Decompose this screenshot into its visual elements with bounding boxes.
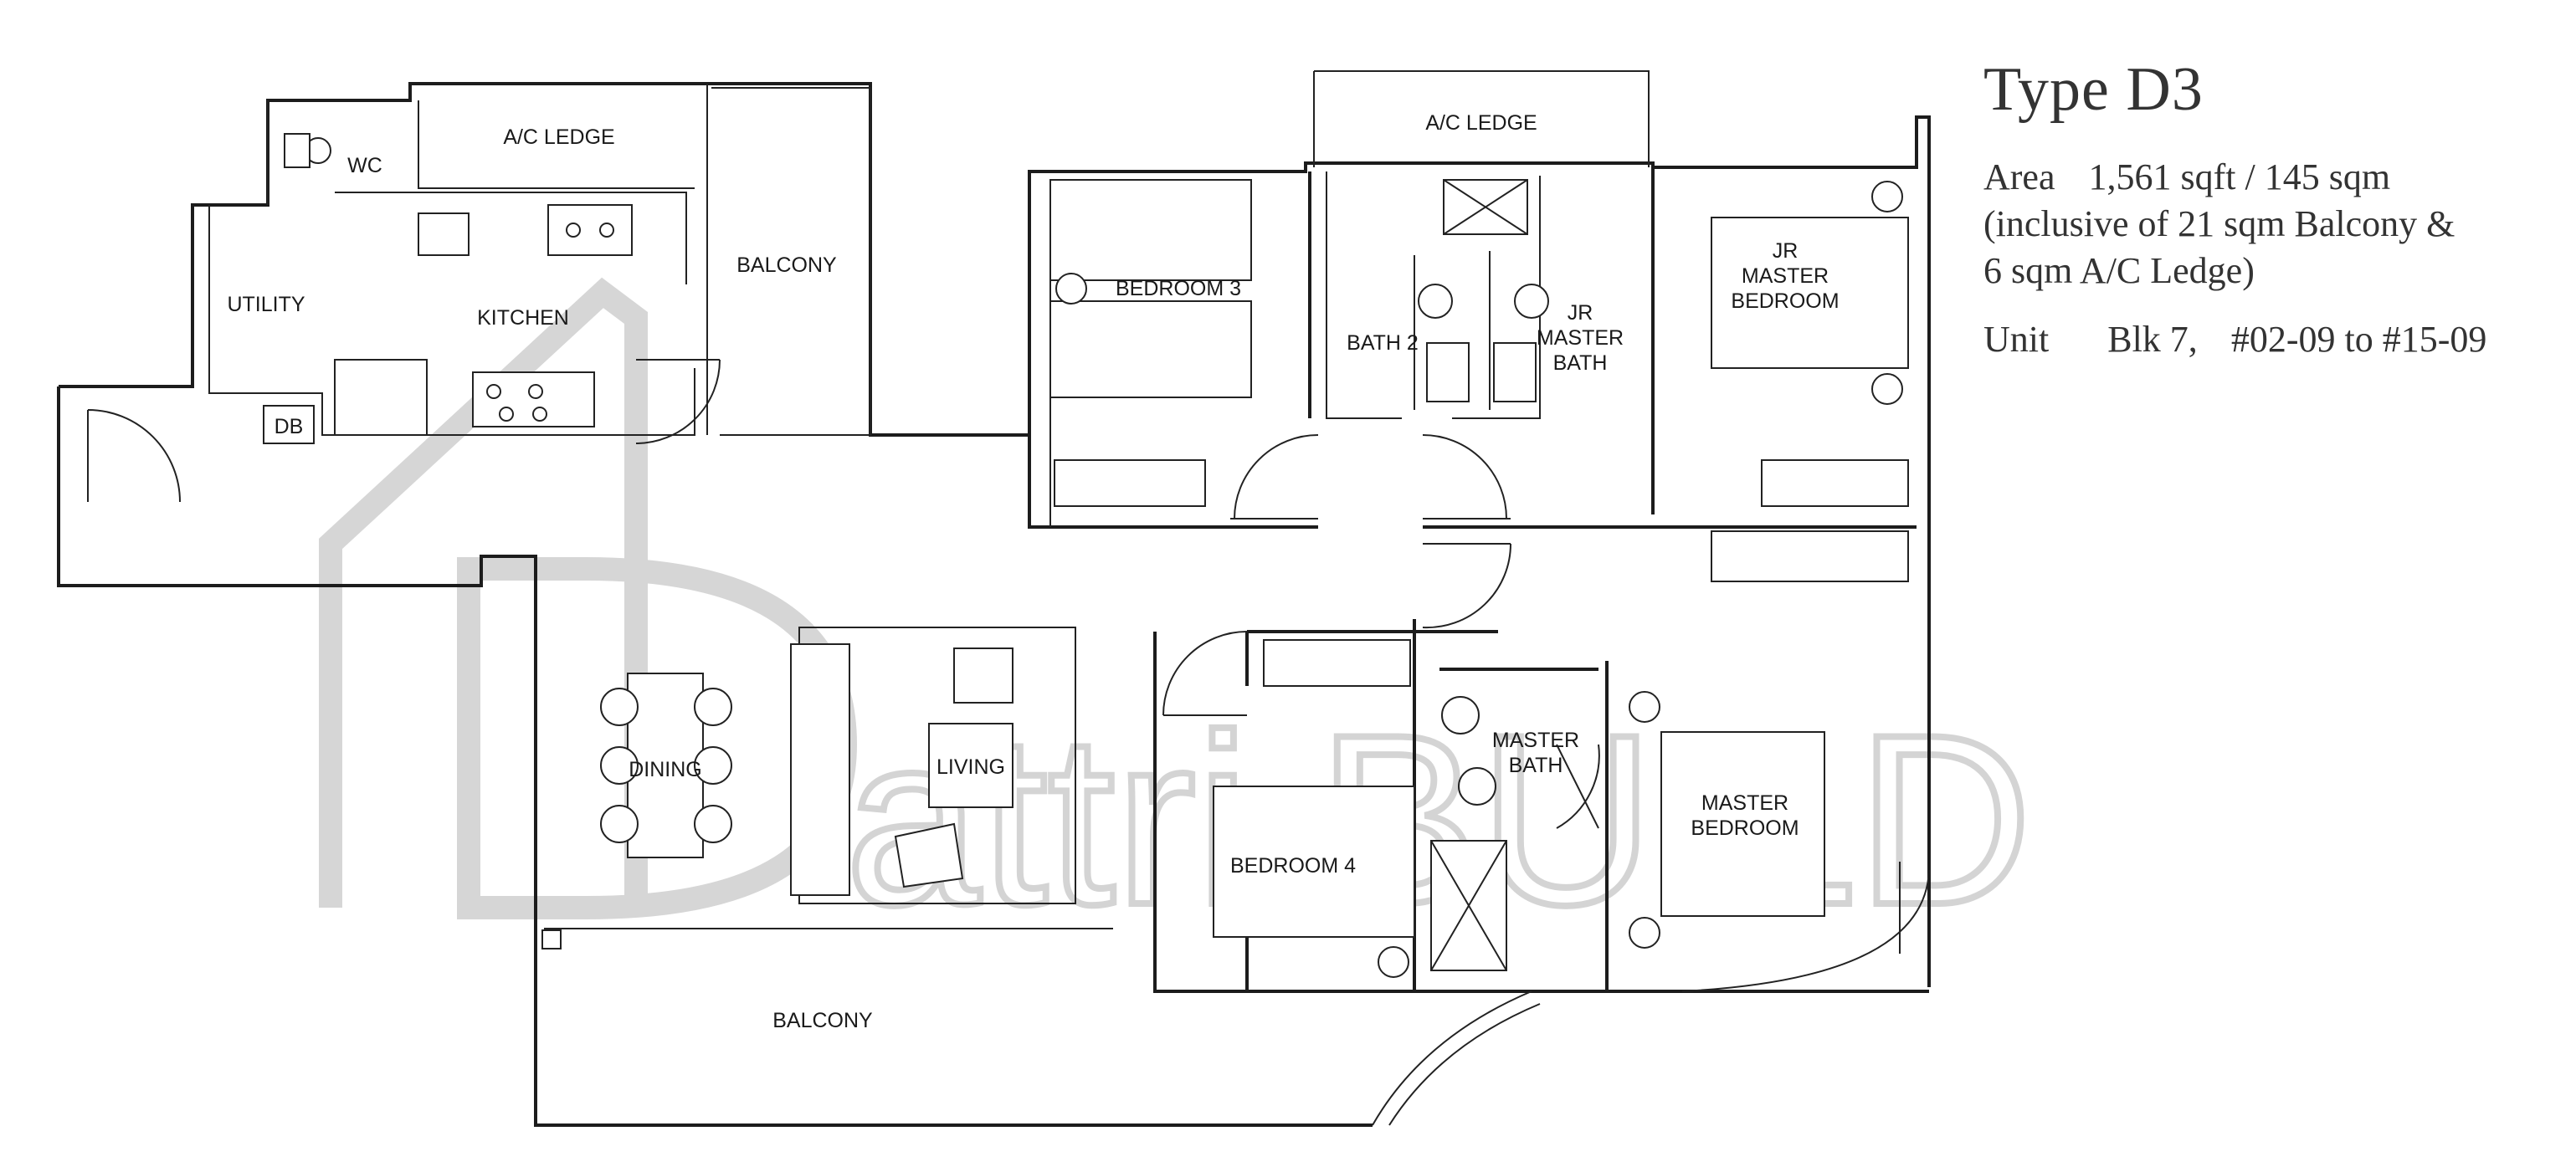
walls bbox=[57, 70, 1931, 1127]
label-jr-master-bedroom-2: MASTER bbox=[1742, 264, 1829, 288]
label-living: LIVING bbox=[936, 755, 1005, 779]
label-jr-master-bath-2: MASTER bbox=[1537, 326, 1624, 350]
area-value: 1,561 sqft / 145 sqm bbox=[2088, 156, 2391, 197]
label-bedroom-3: BEDROOM 3 bbox=[1116, 277, 1241, 300]
inclusive-line-1: (inclusive of 21 sqm Balcony & bbox=[1983, 203, 2455, 244]
unit-label: Unit bbox=[1983, 319, 2050, 360]
unit-range: #02-09 to #15-09 bbox=[2230, 319, 2487, 360]
label-utility: UTILITY bbox=[227, 293, 305, 316]
label-balcony-bottom: BALCONY bbox=[772, 1009, 873, 1032]
unit-line: Unit Blk 7, #02-09 to #15-09 bbox=[1983, 316, 2486, 363]
label-ac-ledge-left: A/C LEDGE bbox=[503, 125, 614, 149]
label-jr-master-bath-1: JR bbox=[1568, 301, 1593, 325]
label-master-bedroom-2: BEDROOM bbox=[1691, 816, 1799, 840]
fixtures bbox=[263, 133, 1909, 978]
label-jr-master-bath-3: BATH bbox=[1553, 351, 1608, 375]
label-kitchen: KITCHEN bbox=[477, 306, 569, 330]
unit-type-title: Type D3 bbox=[1983, 55, 2204, 124]
label-wc: WC bbox=[347, 154, 382, 177]
room-labels: A/C LEDGE WC BALCONY UTILITY KITCHEN DB … bbox=[227, 111, 1839, 1032]
inclusive-line-2: 6 sqm A/C Ledge) bbox=[1983, 250, 2255, 291]
label-dining: DINING bbox=[629, 758, 702, 781]
label-db: DB bbox=[275, 415, 304, 438]
label-balcony-top: BALCONY bbox=[736, 253, 837, 277]
label-bedroom-4: BEDROOM 4 bbox=[1230, 854, 1356, 878]
area-label: Area bbox=[1983, 156, 2055, 197]
label-master-bedroom-1: MASTER bbox=[1701, 791, 1788, 815]
label-jr-master-bedroom-3: BEDROOM bbox=[1731, 289, 1839, 313]
unit-block: Blk 7, bbox=[2107, 319, 2198, 360]
area-line: Area 1,561 sqft / 145 sqm bbox=[1983, 154, 2486, 201]
label-ac-ledge-top: A/C LEDGE bbox=[1425, 111, 1537, 135]
label-master-bath-2: BATH bbox=[1509, 754, 1563, 777]
doors bbox=[87, 359, 1600, 829]
label-jr-master-bedroom-1: JR bbox=[1773, 239, 1799, 263]
label-bath-2: BATH 2 bbox=[1347, 331, 1419, 355]
label-master-bath-1: MASTER bbox=[1492, 729, 1579, 752]
